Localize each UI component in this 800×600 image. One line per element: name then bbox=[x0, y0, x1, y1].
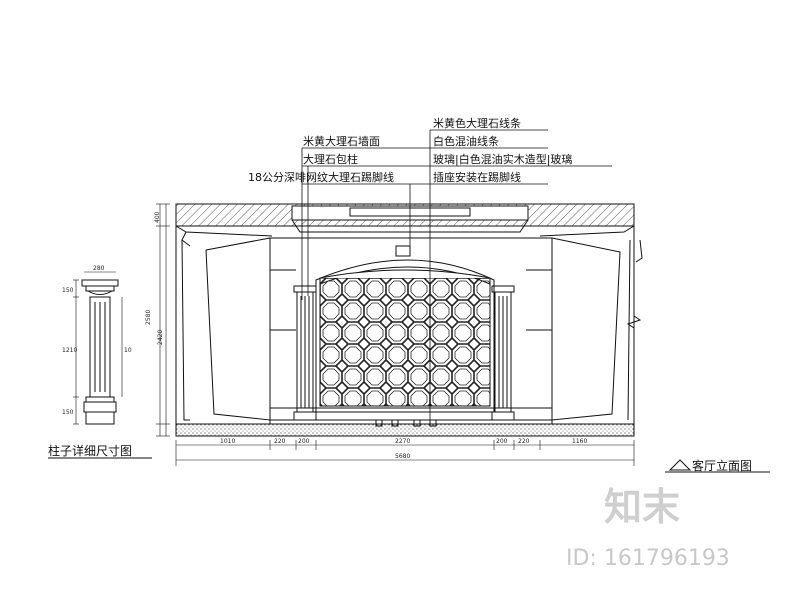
dim-bottom-5: 200 bbox=[496, 438, 508, 445]
watermark-logo: 知末 bbox=[604, 485, 680, 529]
elevation-caption: 客厅立面图 bbox=[692, 458, 752, 473]
dim-bottom-2: 220 bbox=[274, 438, 286, 445]
elevation-outline bbox=[175, 203, 643, 437]
column-detail bbox=[73, 271, 123, 425]
annotation-left-1: 米黄大理石墙面 bbox=[303, 134, 380, 148]
dim-height-left: 2420 bbox=[157, 330, 164, 345]
vertical-dimensions bbox=[156, 203, 170, 437]
dim-bottom-7: 1160 bbox=[572, 438, 587, 445]
elevation-marker bbox=[665, 459, 770, 473]
annotation-left-3: 18公分深啡网纹大理石踢脚线 bbox=[248, 170, 394, 184]
annotation-right-1: 米黄色大理石线条 bbox=[433, 116, 521, 130]
dim-bottom-4: 2270 bbox=[395, 438, 410, 445]
column-width-dim: 280 bbox=[93, 265, 105, 272]
column-side-dim: 10 bbox=[124, 347, 132, 354]
dim-height-top: 400 bbox=[154, 211, 161, 223]
watermark-id: ID: 161796193 bbox=[566, 546, 730, 571]
column-top-dim: 150 bbox=[62, 287, 74, 294]
annotation-leaders bbox=[301, 129, 612, 420]
dim-bottom-6: 220 bbox=[518, 438, 530, 445]
dim-height-mid: 2580 bbox=[145, 310, 152, 325]
horizontal-dimensions bbox=[175, 440, 635, 466]
annotation-right-4: 插座安装在踢脚线 bbox=[433, 170, 521, 184]
annotation-left-2: 大理石包柱 bbox=[303, 152, 358, 166]
dim-bottom-3: 200 bbox=[298, 438, 310, 445]
dim-bottom-1: 1010 bbox=[220, 438, 235, 445]
dim-bottom-total: 5680 bbox=[395, 453, 410, 460]
column-shaft-dim: 1210 bbox=[62, 347, 77, 354]
column-caption: 柱子详细尺寸图 bbox=[48, 443, 132, 458]
annotation-right-3: 玻璃|白色混油实木造型|玻璃 bbox=[433, 152, 572, 166]
annotation-right-2: 白色混油线条 bbox=[433, 134, 499, 148]
column-base-dim: 150 bbox=[62, 409, 74, 416]
